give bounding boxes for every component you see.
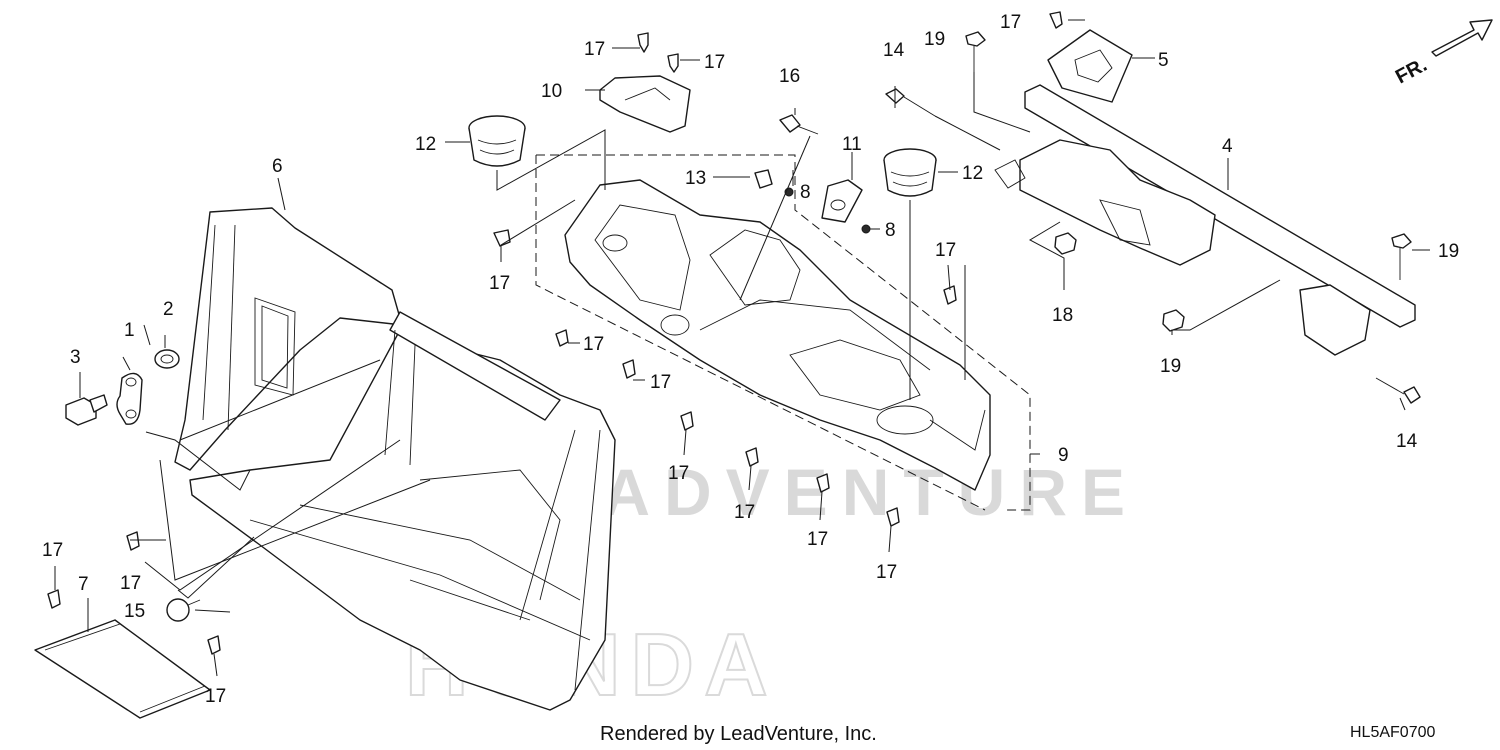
callout-labels: 1 2 3 4 5 6 7 8 8 9 10 11 12 12 13 14 14…	[42, 12, 1459, 707]
bezel-left	[468, 115, 526, 167]
bolt-14-lower	[1375, 377, 1421, 404]
callout-17-m: 17	[42, 540, 63, 561]
callout-5: 5	[1158, 50, 1169, 71]
grommet	[154, 349, 180, 369]
cover	[599, 75, 691, 133]
callout-17-d: 17	[489, 273, 510, 294]
clip-17-i	[816, 473, 830, 493]
callout-2: 2	[163, 299, 174, 320]
callout-17-k: 17	[935, 240, 956, 261]
clip-17-c	[1049, 11, 1063, 29]
callout-8-upper: 8	[800, 182, 811, 203]
clip-nut	[754, 169, 773, 189]
nut-18-lower	[1162, 309, 1185, 332]
clip-17-l	[126, 531, 140, 551]
callout-12-right: 12	[962, 163, 983, 184]
credit-text: Rendered by LeadVenture, Inc.	[600, 723, 877, 745]
leader-lines	[54, 19, 1430, 677]
bolt-15	[166, 598, 201, 622]
clip-17-g	[680, 411, 694, 431]
clip-17-a	[637, 32, 649, 53]
gasket	[116, 372, 143, 425]
diagram-code: HL5AF0700	[1350, 724, 1435, 741]
clip-17-m	[47, 589, 61, 609]
callout-3: 3	[70, 347, 81, 368]
clip-17-b	[667, 53, 679, 73]
nut-18-upper	[1054, 232, 1077, 255]
callout-17-g: 17	[668, 463, 689, 484]
callout-17-f: 17	[650, 372, 671, 393]
bolt-19-lower	[1391, 233, 1412, 280]
callout-4: 4	[1222, 136, 1233, 157]
callout-17-b: 17	[704, 52, 725, 73]
callout-8-lower: 8	[885, 220, 896, 241]
bolt-14-upper	[885, 88, 936, 117]
callout-17-i: 17	[807, 529, 828, 550]
callout-17-n: 17	[205, 686, 226, 707]
callout-16: 16	[779, 66, 800, 87]
callout-19-lower: 19	[1438, 241, 1459, 262]
clip-17-e	[555, 329, 569, 347]
callout-9: 9	[1058, 445, 1069, 466]
callout-11: 11	[842, 134, 862, 155]
callout-6: 6	[272, 156, 283, 177]
callout-19-upper: 19	[924, 29, 945, 50]
front-direction-arrow-icon: FR.	[1392, 19, 1493, 89]
callout-17-a: 17	[584, 39, 605, 60]
rear-frame-bar	[994, 84, 1416, 356]
washer-lower	[861, 224, 871, 234]
callout-18-lower: 19	[1160, 356, 1181, 377]
callout-12-left: 12	[415, 134, 436, 155]
callout-14-upper: 14	[883, 40, 905, 61]
callout-15: 15	[124, 601, 145, 622]
bracket-plate	[1047, 29, 1133, 103]
clip-17-n	[207, 635, 221, 655]
front-direction-label: FR.	[1392, 54, 1431, 89]
callout-17-h: 17	[734, 502, 755, 523]
callout-17-e: 17	[583, 334, 604, 355]
callout-17-l: 17	[120, 573, 141, 594]
bolt-19-upper	[965, 31, 986, 72]
clip-17-h	[745, 447, 759, 467]
switch-plate	[821, 179, 863, 223]
dashboard-panel	[564, 179, 991, 491]
callout-18-upper: 18	[1052, 305, 1073, 326]
callout-14-lower: 14	[1396, 431, 1418, 452]
callout-17-j: 17	[876, 562, 897, 583]
clip-17-k	[943, 285, 957, 305]
callout-7: 7	[78, 574, 89, 595]
clip-17-d	[493, 229, 511, 247]
bolt-16	[779, 114, 819, 135]
lid	[34, 619, 211, 719]
callout-17-c: 17	[1000, 12, 1021, 33]
callout-1: 1	[124, 320, 135, 341]
clip-17-j	[886, 507, 900, 527]
side-storage-panel	[174, 207, 403, 471]
callout-13: 13	[685, 168, 706, 189]
bezel-right	[883, 148, 937, 197]
plug	[65, 394, 108, 426]
assembly-outline	[535, 154, 1031, 511]
callout-10: 10	[541, 81, 562, 102]
storage-box	[189, 311, 616, 711]
clip-17-f	[622, 359, 636, 379]
